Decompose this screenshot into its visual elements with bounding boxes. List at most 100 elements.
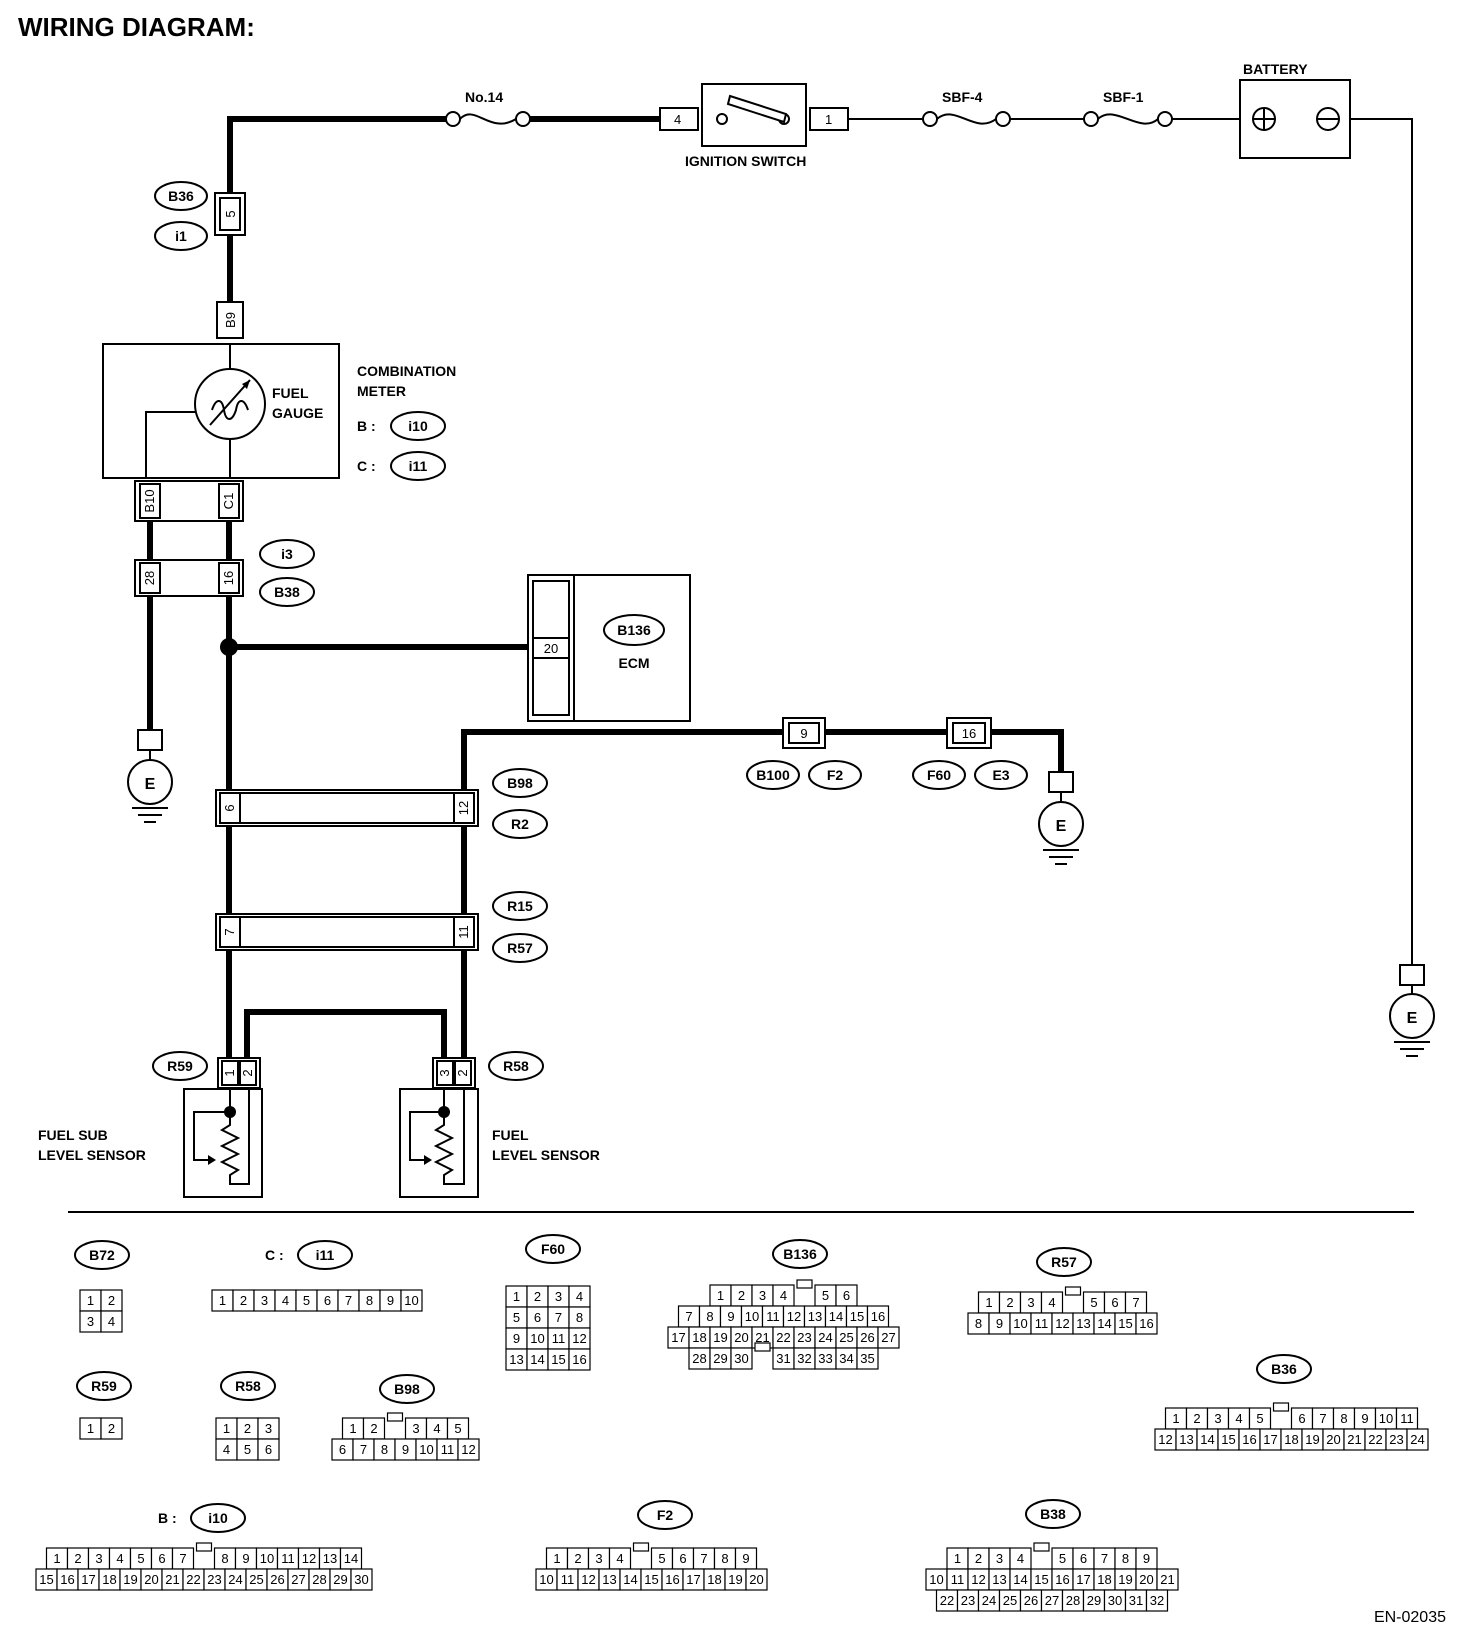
face-pin-23: 23 bbox=[961, 1593, 975, 1608]
face-pin-35: 35 bbox=[860, 1351, 874, 1366]
face-pin-3: 3 bbox=[1027, 1295, 1034, 1310]
face-pin-6: 6 bbox=[1080, 1551, 1087, 1566]
face-pin-18: 18 bbox=[692, 1330, 706, 1345]
battery: BATTERY bbox=[1239, 61, 1351, 159]
face-pin-24: 24 bbox=[818, 1330, 832, 1345]
face-pin-26: 26 bbox=[270, 1572, 284, 1587]
face-pin-22: 22 bbox=[776, 1330, 790, 1345]
connector-f60-e3: 16 F60 E3 bbox=[912, 717, 1028, 790]
face-pin-13: 13 bbox=[808, 1309, 822, 1324]
face-pin-4: 4 bbox=[116, 1551, 123, 1566]
face-pin-2: 2 bbox=[108, 1421, 115, 1436]
face-pin-32: 32 bbox=[1150, 1593, 1164, 1608]
tag-e3: E3 bbox=[992, 767, 1009, 783]
meter-b-prefix: B : bbox=[357, 418, 376, 434]
face-pin-2: 2 bbox=[975, 1551, 982, 1566]
face-pin-11: 11 bbox=[441, 1442, 455, 1457]
face-pin-8: 8 bbox=[576, 1310, 583, 1325]
face-tag-oval bbox=[1025, 1499, 1081, 1529]
fuel-level-label-1: FUEL bbox=[492, 1127, 529, 1143]
face-pin-19: 19 bbox=[713, 1330, 727, 1345]
tag-r59-inline: R59 bbox=[167, 1058, 193, 1074]
face-key bbox=[754, 1342, 771, 1352]
face-pin-12: 12 bbox=[581, 1572, 595, 1587]
face-pin-3: 3 bbox=[95, 1551, 102, 1566]
face-pin-33: 33 bbox=[818, 1351, 832, 1366]
face-pin-2: 2 bbox=[574, 1551, 581, 1566]
b9-label: B9 bbox=[223, 312, 238, 328]
face-pin-6: 6 bbox=[339, 1442, 346, 1457]
face-pin-23: 23 bbox=[797, 1330, 811, 1345]
meter-c-prefix: C : bbox=[357, 458, 376, 474]
tag-b36: B36 bbox=[168, 188, 194, 204]
face-pin-28: 28 bbox=[312, 1572, 326, 1587]
face-pin-4: 4 bbox=[780, 1288, 787, 1303]
face-tag-label: R58 bbox=[235, 1378, 261, 1394]
face-pin-10: 10 bbox=[1013, 1316, 1027, 1331]
i3-pin-16: 16 bbox=[221, 571, 236, 585]
face-pin-28: 28 bbox=[1066, 1593, 1080, 1608]
face-pin-20: 20 bbox=[734, 1330, 748, 1345]
face-pin-6: 6 bbox=[534, 1310, 541, 1325]
face-pin-6: 6 bbox=[679, 1551, 686, 1566]
face-pin-12: 12 bbox=[787, 1309, 801, 1324]
ground-left-e: E bbox=[145, 776, 156, 793]
ground-middle: E bbox=[1038, 771, 1084, 865]
face-pin-17: 17 bbox=[671, 1330, 685, 1345]
face-pin-20: 20 bbox=[144, 1572, 158, 1587]
face-pin-22: 22 bbox=[186, 1572, 200, 1587]
tag-f2-inline: F2 bbox=[827, 767, 844, 783]
face-pin-16: 16 bbox=[871, 1309, 885, 1324]
face-pin-4: 4 bbox=[1048, 1295, 1055, 1310]
face-pin-8: 8 bbox=[1340, 1411, 1347, 1426]
tag-r58-inline: R58 bbox=[503, 1058, 529, 1074]
face-pin-12: 12 bbox=[971, 1572, 985, 1587]
face-pin-1: 1 bbox=[219, 1293, 226, 1308]
face-pin-2: 2 bbox=[108, 1293, 115, 1308]
meter-terminals-b10-c1: B10 C1 bbox=[134, 480, 244, 522]
face-pin-20: 20 bbox=[1139, 1572, 1153, 1587]
face-pin-23: 23 bbox=[207, 1572, 221, 1587]
ground-middle-e: E bbox=[1056, 818, 1067, 835]
face-pin-5: 5 bbox=[1090, 1295, 1097, 1310]
face-pin-2: 2 bbox=[1006, 1295, 1013, 1310]
face-pin-26: 26 bbox=[860, 1330, 874, 1345]
face-pin-1: 1 bbox=[985, 1295, 992, 1310]
face-pin-24: 24 bbox=[982, 1593, 996, 1608]
wire-b98-b100 bbox=[461, 729, 784, 792]
face-tag-label: B98 bbox=[394, 1381, 420, 1397]
page-title: WIRING DIAGRAM: bbox=[18, 12, 255, 42]
face-pin-11: 11 bbox=[1035, 1316, 1049, 1331]
combination-meter-label-2: METER bbox=[357, 383, 406, 399]
ecm: 20 B136 ECM bbox=[527, 574, 691, 722]
power-wires bbox=[227, 116, 1413, 965]
fuel-gauge-label-1: FUEL bbox=[272, 385, 309, 401]
face-pin-10: 10 bbox=[530, 1331, 544, 1346]
tag-b38-inline: B38 bbox=[274, 584, 300, 600]
face-pin-8: 8 bbox=[366, 1293, 373, 1308]
face-pin-7: 7 bbox=[700, 1551, 707, 1566]
face-pin-2: 2 bbox=[240, 1293, 247, 1308]
face-pin-2: 2 bbox=[244, 1421, 251, 1436]
face-pin-16: 16 bbox=[1242, 1432, 1256, 1447]
face-tag-label: F60 bbox=[541, 1241, 565, 1257]
face-tag-oval bbox=[772, 1239, 828, 1269]
b98-pin-6: 6 bbox=[222, 804, 237, 811]
tag-b136-inline: B136 bbox=[617, 622, 651, 638]
face-pin-10: 10 bbox=[404, 1293, 418, 1308]
face-tag-oval bbox=[190, 1503, 246, 1533]
face-pin-1: 1 bbox=[717, 1288, 724, 1303]
face-pin-5: 5 bbox=[658, 1551, 665, 1566]
face-pin-2: 2 bbox=[738, 1288, 745, 1303]
face-pin-8: 8 bbox=[1122, 1551, 1129, 1566]
face-pin-10: 10 bbox=[260, 1551, 274, 1566]
tag-i3: i3 bbox=[281, 546, 293, 562]
face-pin-13: 13 bbox=[1076, 1316, 1090, 1331]
face-pin-16: 16 bbox=[665, 1572, 679, 1587]
face-pin-4: 4 bbox=[282, 1293, 289, 1308]
face-pin-14: 14 bbox=[1013, 1572, 1027, 1587]
face-pin-18: 18 bbox=[707, 1572, 721, 1587]
face-key bbox=[632, 1542, 650, 1552]
